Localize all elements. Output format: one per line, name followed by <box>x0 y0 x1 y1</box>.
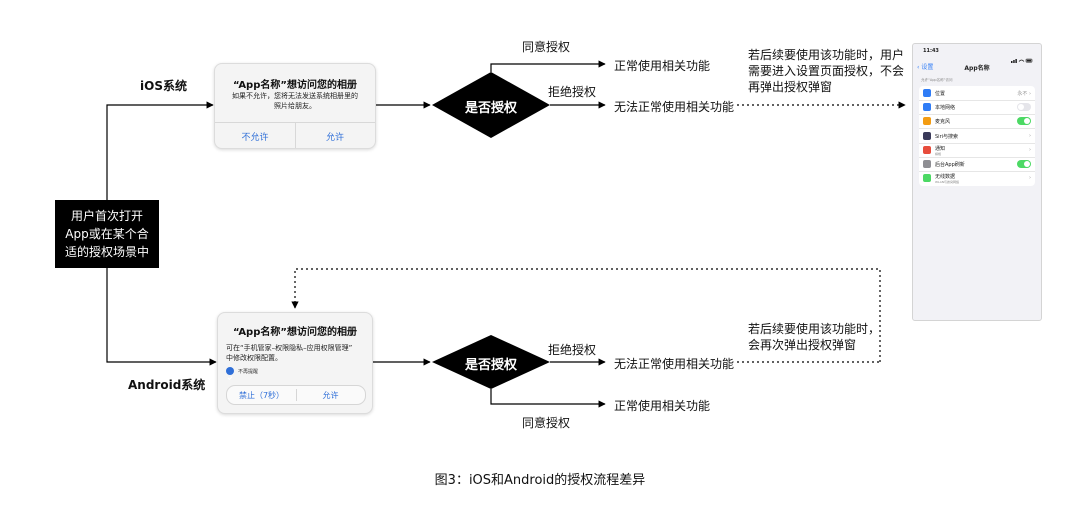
chevron-right-icon: › <box>1027 91 1031 97</box>
ios-decision-label: 是否授权 <box>464 101 517 116</box>
start-node-line-1: 用户首次打开 <box>70 209 143 223</box>
android-dialog-title: “App名称”想访问您的相册 <box>233 327 357 338</box>
android-note-line-2: 会再次弹出授权弹窗 <box>748 338 857 352</box>
chevron-right-icon: › <box>1029 175 1031 182</box>
phone-settings-row[interactable]: 通知横幅 › <box>919 143 1035 158</box>
phone-back-button[interactable]: ‹ 设置 <box>917 62 933 71</box>
settings-row-icon <box>923 145 931 154</box>
android-dont-remind-label: 不再提醒 <box>238 369 259 375</box>
android-dont-remind-checkbox[interactable] <box>226 367 234 381</box>
settings-row-label: Siri与搜索 <box>935 133 959 140</box>
settings-row-label: 麦克风 <box>935 119 951 126</box>
settings-row-sublabel: 横幅 <box>935 151 942 156</box>
ios-permission-dialog: “App名称”想访问您的相册 如果不允许，您将无法发送系统相册里的 照片给朋友。… <box>214 63 376 149</box>
connector-ios-agree <box>490 60 606 72</box>
settings-row-value: 永不 › <box>1017 90 1031 97</box>
phone-status-time: 11:43 <box>923 48 939 54</box>
android-decision-diamond <box>432 335 550 389</box>
phone-settings-row[interactable]: Siri与搜索 › <box>919 129 1035 144</box>
figure-caption: 图3：iOS和Android的授权流程差异 <box>434 473 646 488</box>
ios-note-line-1: 若后续要使用该功能时，用户 <box>748 48 905 62</box>
android-allow-button[interactable]: 允许 <box>322 391 339 400</box>
ios-note: 若后续要使用该功能时，用户 需要进入设置页面授权，不会 再弹出授权弹窗 <box>748 47 904 95</box>
ios-settings-screenshot: 11:43 ‹ 设置 App名称 允许“App名称”访问 位置 永不 › 本地网络麦… <box>912 43 1042 321</box>
phone-settings-row[interactable]: 麦克风 <box>919 114 1035 130</box>
android-system-label: Android系统 <box>128 378 206 392</box>
android-button-bar: 禁止（7秒） 允许 <box>226 385 366 405</box>
android-decision-label: 是否授权 <box>464 358 517 373</box>
connector-android-loop-back <box>291 268 881 362</box>
start-node-line-3: 适的授权场景中 <box>64 245 149 259</box>
settings-row-label: 位置 <box>935 91 946 97</box>
ios-note-line-3: 再弹出授权弹窗 <box>748 80 833 94</box>
phone-nav-title: App名称 <box>964 65 990 72</box>
phone-settings-row[interactable]: 本地网络 <box>919 100 1035 116</box>
android-dialog-body-line-1: 可在“手机管家–权限隐私–应用权限管理” <box>226 344 353 352</box>
settings-row-sublabel: WLAN与蜂窝网络 <box>935 180 960 185</box>
settings-row-value: › <box>1029 133 1031 139</box>
settings-row-toggle[interactable] <box>1017 160 1031 168</box>
settings-row-label: 后台App刷新 <box>935 162 965 168</box>
android-note-line-1: 若后续要使用该功能时， <box>748 322 881 336</box>
ios-note-line-2: 需要进入设置页面授权，不会 <box>748 64 905 78</box>
settings-row-label: 通知 <box>935 145 946 152</box>
settings-row-icon <box>923 103 931 112</box>
ios-decision-diamond <box>432 72 550 138</box>
settings-row-value: › <box>1029 147 1031 153</box>
phone-settings-row[interactable]: 位置 永不 › <box>919 86 1035 101</box>
signal-wifi-battery-icon <box>1011 58 1033 63</box>
ios-deny-result: 无法正常使用相关功能 <box>614 100 735 114</box>
chevron-left-icon: ‹ <box>917 64 920 71</box>
settings-row-icon <box>923 117 931 126</box>
ios-allow-button[interactable]: 允许 <box>325 133 344 143</box>
phone-status-icons <box>1011 48 1033 63</box>
ios-dialog-body-line-2: 照片给朋友。 <box>274 102 316 110</box>
android-agree-result: 正常使用相关功能 <box>614 399 711 413</box>
ios-deny-label: 拒绝授权 <box>548 85 597 99</box>
phone-settings-row[interactable]: 后台App刷新 <box>919 157 1035 172</box>
chevron-right-icon: › <box>1029 132 1031 139</box>
connector-start-to-android <box>106 268 217 366</box>
start-node: 用户首次打开 App或在某个合 适的授权场景中 <box>55 200 159 268</box>
check-icon <box>227 376 233 381</box>
settings-row-label: 本地网络 <box>935 105 956 112</box>
android-deny-result: 无法正常使用相关功能 <box>614 357 735 371</box>
connector-start-to-ios <box>106 101 214 200</box>
settings-row-value: › <box>1029 175 1031 181</box>
settings-row-icon <box>923 131 931 140</box>
connector-android-agree <box>490 389 606 408</box>
ios-dialog-body-line-1: 如果不允许，您将无法发送系统相册里的 <box>232 92 358 100</box>
settings-row-label: 无线数据 <box>935 174 956 181</box>
settings-row-value-text: 永不 <box>1017 91 1028 97</box>
ios-system-label: iOS系统 <box>140 79 187 93</box>
chevron-right-icon: › <box>1029 146 1031 153</box>
settings-row-icon <box>923 174 931 183</box>
android-deny-button[interactable]: 禁止（7秒） <box>238 391 285 400</box>
settings-row-toggle[interactable] <box>1017 103 1031 112</box>
ios-dialog-button-divider <box>295 122 296 148</box>
android-button-divider <box>296 389 297 401</box>
ios-agree-result: 正常使用相关功能 <box>614 59 711 73</box>
start-node-line-2: App或在某个合 <box>65 227 149 241</box>
phone-back-label: 设置 <box>921 64 934 71</box>
settings-row-toggle[interactable] <box>1017 117 1031 126</box>
android-note: 若后续要使用该功能时， 会再次弹出授权弹窗 <box>748 321 880 353</box>
settings-row-icon <box>923 160 931 168</box>
ios-dialog-title: “App名称”想访问您的相册 <box>233 80 357 91</box>
phone-section-header: 允许“App名称”访问 <box>921 78 953 82</box>
settings-row-icon <box>923 89 931 97</box>
android-dialog-body-line-2: 中修改权限配置。 <box>226 354 282 362</box>
android-deny-label: 拒绝授权 <box>548 343 597 357</box>
android-agree-label: 同意授权 <box>522 416 571 430</box>
ios-deny-button[interactable]: 不允许 <box>241 133 269 143</box>
android-permission-dialog: “App名称”想访问您的相册 可在“手机管家–权限隐私–应用权限管理” 中修改权… <box>217 312 373 414</box>
ios-agree-label: 同意授权 <box>522 40 571 54</box>
